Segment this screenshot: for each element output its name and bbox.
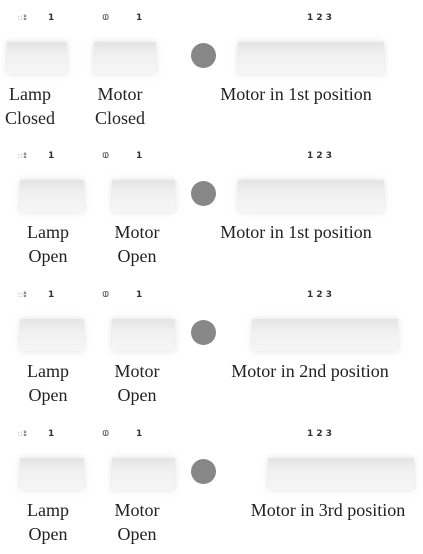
position-slider[interactable] xyxy=(252,319,398,351)
position-slider[interactable] xyxy=(238,180,384,212)
lamp-switch[interactable] xyxy=(20,458,84,490)
position-numbers: 1 2 3 xyxy=(307,13,333,23)
motor-switch[interactable] xyxy=(112,180,175,212)
lamp-icon: ః xyxy=(17,426,27,439)
motor-icon: ⱷ xyxy=(102,287,110,300)
position-numbers: 1 2 3 xyxy=(307,429,333,439)
status-indicator xyxy=(191,459,216,484)
motor-count: 1 xyxy=(136,429,143,439)
lamp-count: 1 xyxy=(48,290,55,300)
lamp-switch[interactable] xyxy=(7,42,67,74)
status-indicator xyxy=(191,320,216,345)
status-text: Motor in 1st position xyxy=(220,222,372,242)
position-numbers: 1 2 3 xyxy=(307,290,333,300)
motor-switch[interactable] xyxy=(112,319,175,351)
lamp-icon: ః xyxy=(17,148,27,161)
motor-icon: ⱷ xyxy=(102,148,110,161)
motor-icon: ⱷ xyxy=(102,426,110,439)
motor-count: 1 xyxy=(136,290,143,300)
motor-switch[interactable] xyxy=(94,42,156,74)
position-slider[interactable] xyxy=(238,42,384,74)
lamp-switch[interactable] xyxy=(20,319,84,351)
lamp-count: 1 xyxy=(48,429,55,439)
motor-count: 1 xyxy=(136,13,143,23)
lamp-icon: ః xyxy=(17,10,27,23)
lamp-switch[interactable] xyxy=(20,180,84,212)
motor-count: 1 xyxy=(136,151,143,161)
motor-icon: ⱷ xyxy=(102,10,110,23)
status-text: Motor in 1st position xyxy=(220,84,372,104)
motor-switch[interactable] xyxy=(112,458,175,490)
status-indicator xyxy=(191,43,216,68)
lamp-count: 1 xyxy=(48,13,55,23)
lamp-icon: ః xyxy=(17,287,27,300)
status-text: Motor in 2nd position xyxy=(231,361,389,381)
status-indicator xyxy=(191,181,216,206)
lamp-count: 1 xyxy=(48,151,55,161)
position-slider[interactable] xyxy=(268,458,414,490)
position-numbers: 1 2 3 xyxy=(307,151,333,161)
status-text: Motor in 3rd position xyxy=(250,500,406,520)
